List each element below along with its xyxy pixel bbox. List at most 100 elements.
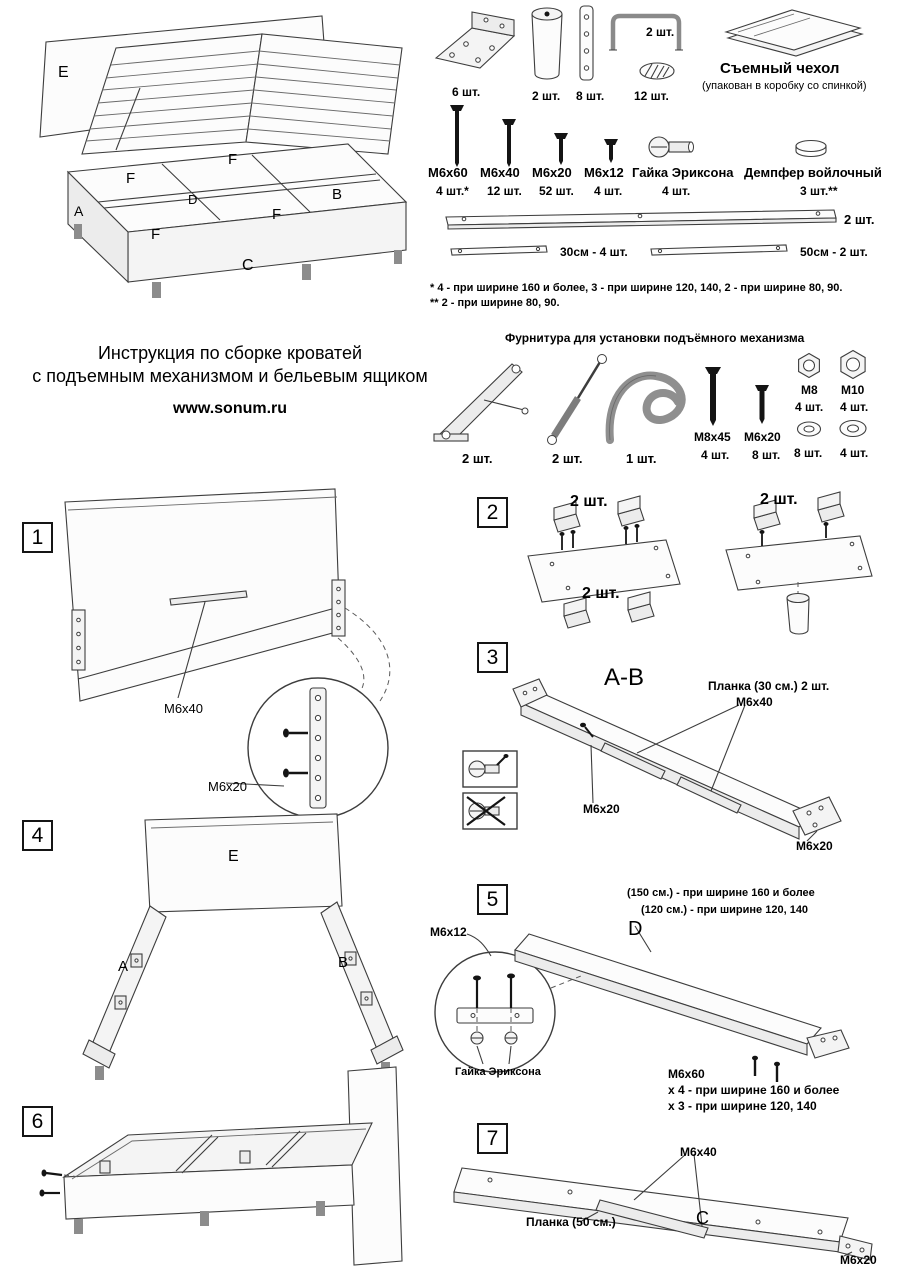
- screw-m6x12-qty: 4 шт.: [594, 184, 623, 198]
- screw-m6x60-icon: [450, 105, 464, 167]
- bolt-m6x20-icon: [755, 385, 769, 424]
- nut-m10-qty: 4 шт.: [840, 400, 869, 414]
- rail-long-qty: 2 шт.: [844, 212, 875, 227]
- screw-m6x12-label: М6х12: [584, 165, 624, 180]
- step-2-number: 2: [477, 497, 508, 528]
- screw-m6x40-icon: [502, 119, 516, 167]
- step1-m6x20-label: М6х20: [208, 779, 248, 794]
- rail-30cm-label: 30см - 4 шт.: [560, 245, 628, 259]
- washer-small-icon: [839, 419, 867, 438]
- lift-mechanism-icon: [433, 363, 529, 442]
- doc-title-line2: с подъемным механизмом и бельевым ящиком: [32, 366, 428, 386]
- lift-hardware-title: Фурнитура для установки подъёмного механ…: [505, 331, 805, 345]
- washer-large-icon: [796, 421, 822, 437]
- step3-m6x20-label-b: М6х20: [796, 839, 833, 853]
- step3-plank-label: Планка (30 см.) 2 шт.: [708, 679, 830, 693]
- step3-drawing: [462, 678, 842, 842]
- step7-m6x20-label: М6х20: [840, 1253, 877, 1267]
- rail-30cm-drawing: [450, 245, 548, 256]
- nut-m8-icon: [798, 352, 820, 379]
- strap-qty: 1 шт.: [626, 451, 657, 466]
- bed-overview-drawing: [39, 15, 408, 298]
- step2-qty-3: 2 шт.: [582, 585, 620, 602]
- overview-label-c: C: [242, 257, 254, 274]
- nut-m10-icon: [840, 349, 866, 380]
- bolt-m6x20-qty: 8 шт.: [752, 448, 781, 462]
- bolt-m6x20-label: М6х20: [744, 430, 781, 444]
- step2-qty-2: 2 шт.: [760, 491, 798, 508]
- step5-m6x60-note-1: х 4 - при ширине 160 и более: [668, 1083, 840, 1097]
- step1-m6x40-label: М6х40: [164, 701, 204, 716]
- screw-m6x20-icon: [554, 133, 568, 165]
- screw-m6x60-label: М6х60: [428, 165, 468, 180]
- overview-label-b: B: [332, 186, 343, 203]
- screw-m6x40-qty: 12 шт.: [487, 184, 522, 198]
- overview-label-f4: F: [272, 206, 282, 223]
- step5-m6x60-note-2: х 3 - при ширине 120, 140: [668, 1099, 817, 1113]
- mounting-plate-icon: [579, 5, 594, 81]
- step-5-number: 5: [477, 884, 508, 915]
- screw-m6x40-label: М6х40: [480, 165, 520, 180]
- strut-qty: 2 шт.: [552, 451, 583, 466]
- step4-label-e: E: [228, 848, 239, 865]
- damper-label: Демпфер войлочный: [744, 165, 882, 180]
- handle-qty: 2 шт.: [646, 25, 675, 39]
- footnote-1: * 4 - при ширине 160 и более, 3 - при ши…: [430, 282, 843, 294]
- screw-m6x12-icon: [604, 139, 618, 163]
- step5-note-1: (150 см.) - при ширине 160 и более: [627, 887, 815, 899]
- step-3-number: 3: [477, 642, 508, 673]
- erikson-nut-icon: [648, 136, 694, 158]
- plate-qty: 8 шт.: [576, 89, 605, 103]
- rail-long-drawing: [445, 209, 837, 230]
- step5-m6x60-label: М6х60: [668, 1067, 705, 1081]
- handle-bracket-icon: [609, 13, 683, 51]
- step5-drawing: [434, 925, 850, 1082]
- strap-icon: [605, 371, 686, 444]
- felt-damper-icon: [795, 139, 827, 158]
- cover-note: (упакован в коробку со спинкой): [702, 80, 867, 92]
- leg-qty: 2 шт.: [532, 89, 561, 103]
- dowel-qty: 12 шт.: [634, 89, 669, 103]
- step7-label-c: C: [696, 1208, 709, 1228]
- rail-50cm-label: 50см - 2 шт.: [800, 245, 868, 259]
- nut-m8-qty: 4 шт.: [795, 400, 824, 414]
- step2-drawing: [527, 491, 873, 635]
- step2-qty-1: 2 шт.: [570, 493, 608, 510]
- step4-label-b: B: [338, 954, 349, 971]
- corner-bracket-icon: [434, 11, 516, 69]
- rail-50cm-drawing: [650, 244, 788, 256]
- overview-label-f2: F: [228, 151, 238, 168]
- step1-drawing: [64, 488, 391, 819]
- step4-label-a: A: [118, 958, 129, 975]
- washer-large-qty: 8 шт.: [794, 446, 823, 460]
- step-1-number: 1: [22, 522, 53, 553]
- cover-title: Съемный чехол: [720, 60, 840, 77]
- screw-m6x60-qty: 4 шт.*: [436, 184, 469, 198]
- erikson-label: Гайка Эриксона: [632, 165, 734, 180]
- step7-plank-label: Планка (50 см.): [526, 1215, 616, 1229]
- step3-title: А-В: [604, 664, 645, 691]
- overview-label-a: A: [74, 203, 84, 219]
- step5-erikson-label: Гайка Эриксона: [455, 1066, 541, 1078]
- overview-label-e: E: [58, 64, 69, 81]
- bolt-m8x45-qty: 4 шт.: [701, 448, 730, 462]
- footnote-2: ** 2 - при ширине 80, 90.: [430, 297, 560, 309]
- bolt-m8x45-icon: [705, 367, 721, 426]
- screw-m6x20-label: М6х20: [532, 165, 572, 180]
- damper-qty: 3 шт.**: [800, 184, 838, 198]
- cover-icon: [724, 9, 864, 57]
- step-6-number: 6: [22, 1106, 53, 1137]
- step5-note-2: (120 см.) - при ширине 120, 140: [641, 904, 809, 916]
- step4-drawing: [82, 813, 404, 1080]
- mechanism-qty: 2 шт.: [462, 451, 493, 466]
- dowel-icon: [639, 62, 675, 80]
- bracket-qty: 6 шт.: [452, 85, 481, 99]
- step6-drawing: [39, 1066, 403, 1266]
- overview-label-f3: F: [151, 226, 161, 243]
- step3-m6x40-label: М6х40: [736, 695, 773, 709]
- leg-icon: [531, 7, 563, 80]
- step-4-number: 4: [22, 820, 53, 851]
- nut-m10-label: М10: [841, 383, 865, 397]
- step-7-number: 7: [477, 1123, 508, 1154]
